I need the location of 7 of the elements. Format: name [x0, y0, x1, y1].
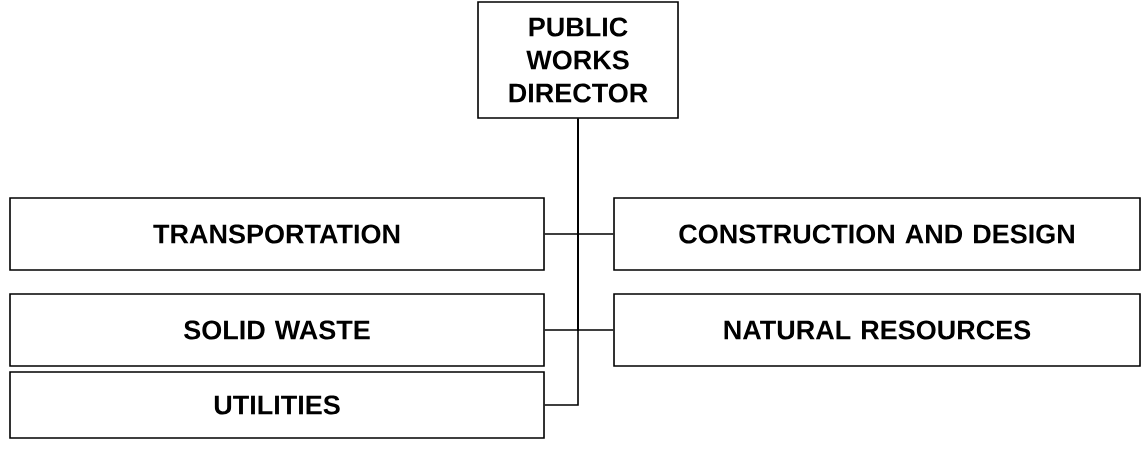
connector-line — [544, 118, 579, 406]
org-box: NATURAL RESOURCES — [613, 293, 1141, 367]
org-box: UTILITIES — [9, 371, 545, 439]
org-box: SOLID WASTE — [9, 293, 545, 367]
org-box: TRANSPORTATION — [9, 197, 545, 271]
org-box: CONSTRUCTION AND DESIGN — [613, 197, 1141, 271]
org-box: PUBLIC WORKS DIRECTOR — [477, 1, 679, 119]
